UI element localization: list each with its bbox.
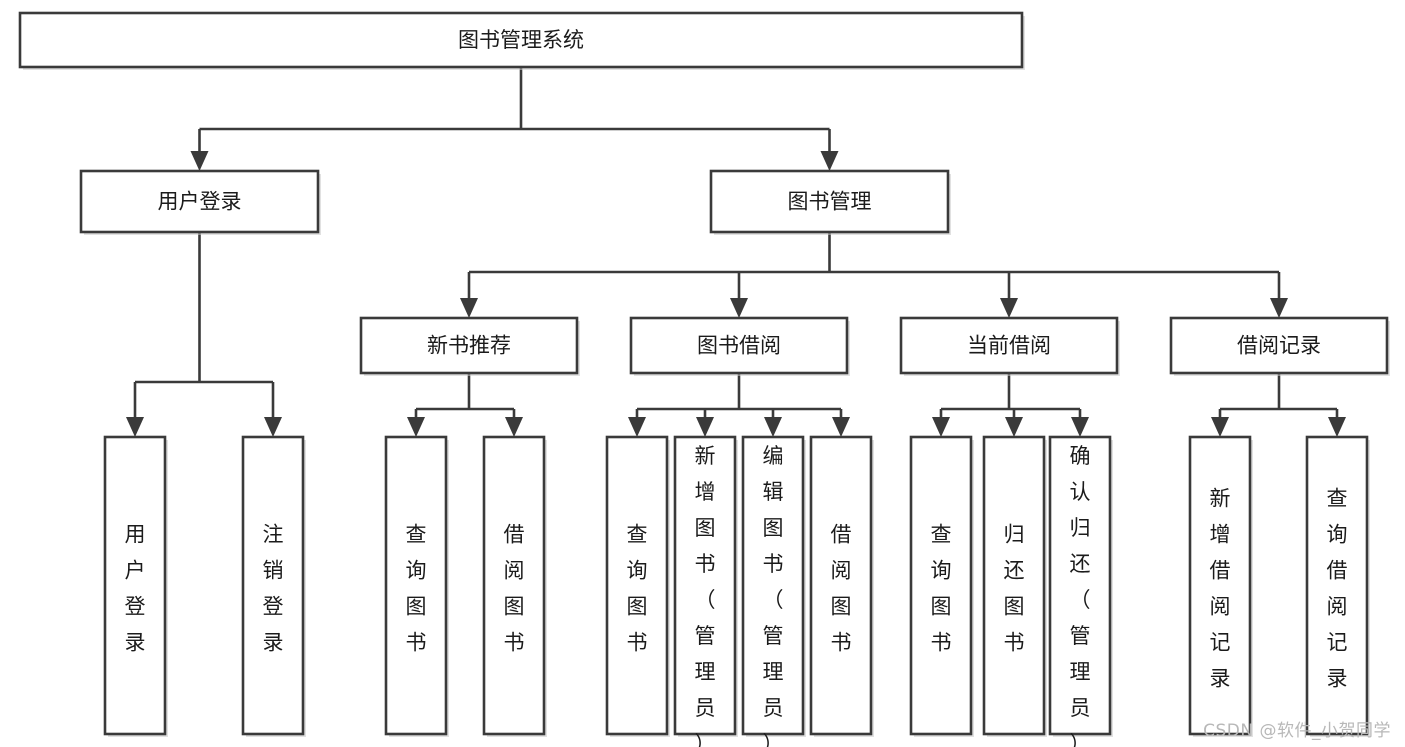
node-label: 查询借阅记录 (1327, 487, 1348, 691)
node-label: 借阅记录 (1237, 334, 1321, 358)
user-login-arrow-icon (264, 417, 282, 437)
nodes-layer: 图书管理系统用户登录图书管理新书推荐图书借阅当前借阅借阅记录用户登录注销登录查询… (18, 11, 1390, 747)
node-borrow-record[interactable]: 借阅记录 (1169, 316, 1390, 376)
book-borrow-arrow-icon (832, 417, 850, 437)
book-borrow-arrow-icon (696, 417, 714, 437)
node-box[interactable] (241, 435, 305, 736)
node-box[interactable] (79, 169, 320, 234)
node-label: 确认归还（管理员） (1070, 444, 1091, 747)
node-box[interactable] (18, 11, 1024, 69)
new-book-recommend-arrow-icon (505, 417, 523, 437)
node-user-login[interactable]: 用户登录 (79, 169, 321, 235)
node-leaf-query-borrow-record[interactable]: 查询借阅记录 (1305, 435, 1370, 737)
node-box[interactable] (982, 435, 1046, 736)
book-manage-arrow-icon (460, 298, 478, 318)
node-box[interactable] (899, 316, 1119, 375)
node-box[interactable] (482, 435, 546, 736)
borrow-record-arrow-icon (1328, 417, 1346, 437)
node-root[interactable]: 图书管理系统 (18, 11, 1025, 70)
node-label: 归还图书 (1004, 523, 1025, 655)
node-book-borrow[interactable]: 图书借阅 (629, 316, 850, 376)
node-label: 新书推荐 (427, 334, 511, 358)
node-box[interactable] (605, 435, 669, 736)
user-login-arrow-icon (126, 417, 144, 437)
new-book-recommend-arrow-icon (407, 417, 425, 437)
node-box[interactable] (359, 316, 579, 375)
node-label: 新增借阅记录 (1210, 487, 1231, 691)
node-current-borrow[interactable]: 当前借阅 (899, 316, 1120, 376)
node-label: 当前借阅 (967, 334, 1051, 358)
current-borrow-arrow-icon (1005, 417, 1023, 437)
node-box[interactable] (384, 435, 448, 736)
book-manage-arrow-icon (1000, 298, 1018, 318)
node-label: 借阅图书 (831, 523, 852, 655)
node-box[interactable] (629, 316, 849, 375)
node-label: 查询图书 (406, 523, 427, 655)
node-box[interactable] (741, 435, 805, 736)
node-label: 编辑图书（管理员） (763, 444, 784, 747)
node-box[interactable] (673, 435, 737, 736)
current-borrow-arrow-icon (1071, 417, 1089, 437)
node-leaf-query-book-1[interactable]: 查询图书 (384, 435, 449, 737)
node-leaf-user-login[interactable]: 用户登录 (103, 435, 168, 737)
node-label: 用户登录 (158, 190, 242, 214)
node-box[interactable] (1305, 435, 1369, 736)
node-leaf-borrow-book-2[interactable]: 借阅图书 (809, 435, 874, 737)
node-label: 图书管理系统 (458, 28, 584, 52)
node-label: 借阅图书 (504, 523, 525, 655)
node-label: 查询图书 (931, 523, 952, 655)
book-borrow-arrow-icon (628, 417, 646, 437)
node-book-manage[interactable]: 图书管理 (709, 169, 951, 235)
node-box[interactable] (909, 435, 973, 736)
borrow-record-arrow-icon (1211, 417, 1229, 437)
node-leaf-borrow-book-1[interactable]: 借阅图书 (482, 435, 547, 737)
node-label: 查询图书 (627, 523, 648, 655)
node-box[interactable] (1048, 435, 1112, 736)
node-leaf-query-book-2[interactable]: 查询图书 (605, 435, 670, 737)
book-manage-arrow-icon (1270, 298, 1288, 318)
node-label: 注销登录 (263, 523, 284, 655)
node-label: 图书管理 (788, 190, 872, 214)
node-leaf-add-book-admin[interactable]: 新增图书（管理员） (673, 435, 738, 747)
node-leaf-user-logout[interactable]: 注销登录 (241, 435, 306, 737)
node-leaf-edit-book-admin[interactable]: 编辑图书（管理员） (741, 435, 806, 747)
node-leaf-confirm-return-admin[interactable]: 确认归还（管理员） (1048, 435, 1113, 747)
root-arrow-icon (820, 151, 839, 171)
watermark-text: CSDN @软件_小贺同学 (1203, 721, 1391, 741)
node-label: 新增图书（管理员） (695, 444, 716, 747)
node-leaf-add-borrow-record[interactable]: 新增借阅记录 (1188, 435, 1253, 737)
node-leaf-return-book[interactable]: 归还图书 (982, 435, 1047, 737)
connectors-layer (126, 67, 1346, 437)
book-manage-arrow-icon (730, 298, 748, 318)
node-box[interactable] (809, 435, 873, 736)
node-label: 图书借阅 (697, 334, 781, 358)
node-box[interactable] (709, 169, 950, 234)
node-box[interactable] (1188, 435, 1252, 736)
book-borrow-arrow-icon (764, 417, 782, 437)
current-borrow-arrow-icon (932, 417, 950, 437)
node-new-book-recommend[interactable]: 新书推荐 (359, 316, 580, 376)
root-arrow-icon (190, 151, 209, 171)
node-box[interactable] (1169, 316, 1389, 375)
node-label: 用户登录 (125, 523, 146, 655)
node-leaf-query-book-3[interactable]: 查询图书 (909, 435, 974, 737)
node-box[interactable] (103, 435, 167, 736)
